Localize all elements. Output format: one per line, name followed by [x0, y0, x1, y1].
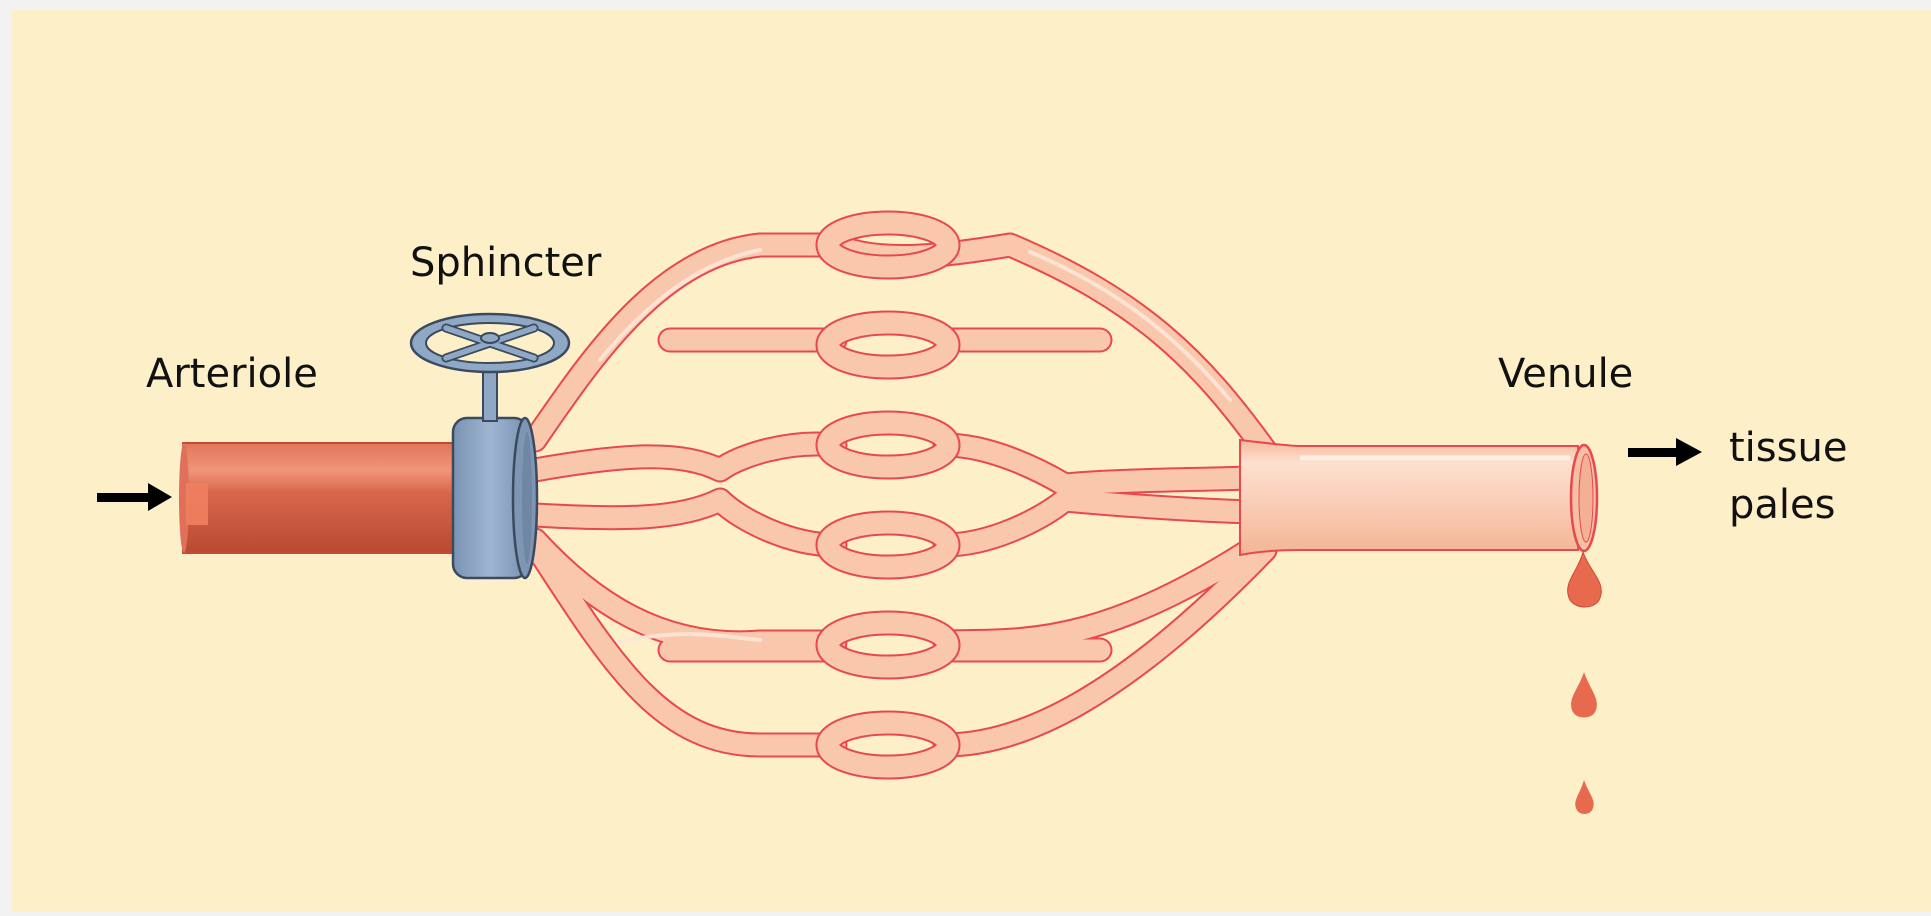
outcome-label-line2: pales	[1729, 482, 1835, 528]
venule-vessel	[1240, 440, 1597, 555]
valve-handwheel-icon	[411, 314, 569, 372]
arteriole-vessel	[179, 443, 472, 553]
sphincter-label: Sphincter	[410, 240, 602, 286]
venule-label: Venule	[1498, 351, 1633, 397]
outcome-label-line1: tissue	[1729, 425, 1847, 471]
arteriole-label: Arteriole	[146, 351, 318, 397]
